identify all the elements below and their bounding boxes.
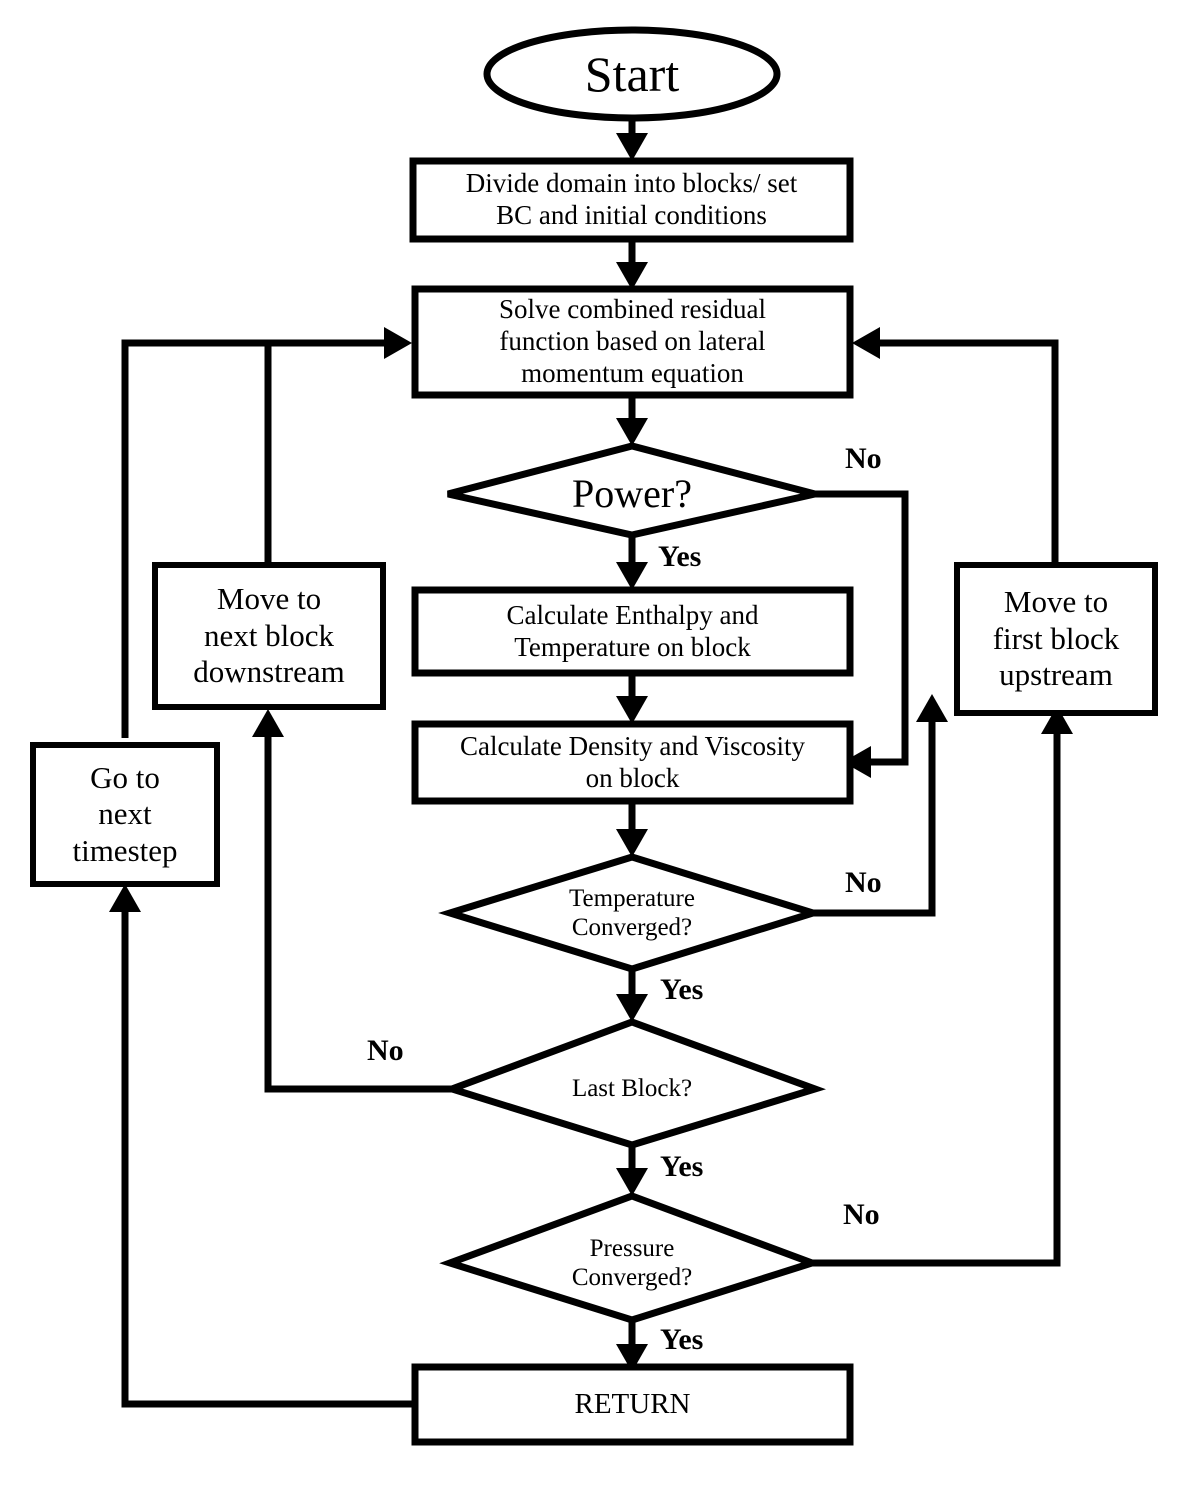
node-return[interactable]: [411, 1363, 854, 1446]
node-last-block-decision[interactable]: [441, 1018, 826, 1149]
edge-movefirst-to-solve: [880, 339, 1059, 565]
edge-return-to-timestep: [121, 908, 415, 1408]
node-pressure-converged-decision[interactable]: [439, 1192, 823, 1324]
arrowhead-density-to-tempconv: [616, 829, 648, 857]
edge-label-last-block-yes: Yes: [660, 1150, 704, 1183]
edge-label-pressure-yes: Yes: [660, 1323, 704, 1356]
node-solve-residual[interactable]: [411, 285, 854, 399]
node-calc-density[interactable]: [411, 720, 854, 805]
edge-label-power-yes: Yes: [658, 540, 702, 573]
arrowhead-enthalpy-to-density: [616, 696, 648, 724]
arrowhead-timestep-to-solve: [384, 327, 412, 359]
edge-label-last-block-no: No: [367, 1034, 404, 1067]
edge-label-temp-yes: Yes: [660, 973, 704, 1006]
edge-label-power-no: No: [845, 442, 882, 475]
arrowhead-return-to-timestep: [109, 884, 141, 912]
node-divide-domain[interactable]: [409, 157, 854, 243]
arrowhead-power-yes: [616, 562, 648, 590]
arrowhead-solve-to-power: [616, 418, 648, 446]
edge-power-no-to-density: [815, 490, 909, 766]
arrowhead-pressure-no: [1041, 706, 1073, 734]
node-calc-enthalpy[interactable]: [411, 586, 854, 677]
node-go-next-timestep[interactable]: [30, 742, 220, 887]
edge-label-temp-no: No: [845, 866, 882, 899]
node-temp-converged-decision[interactable]: [438, 853, 825, 973]
edge-label-pressure-no: No: [843, 1198, 880, 1231]
arrowhead-lastblock-no: [252, 709, 284, 737]
arrowhead-power-no: [843, 746, 871, 778]
arrowhead-movefirst-to-solve: [852, 327, 880, 359]
node-start[interactable]: [483, 26, 781, 122]
edge-pressure-no-to-movefirst: [812, 730, 1061, 1267]
arrowhead-lastblock-yes: [616, 1168, 648, 1196]
arrowhead-tempconv-no: [916, 694, 948, 722]
node-power-decision[interactable]: [447, 442, 816, 539]
edge-tempconv-no-to-movefirst: [813, 718, 936, 917]
node-move-next-block[interactable]: [152, 562, 386, 710]
arrowhead-start-to-divide: [616, 133, 648, 161]
arrowhead-tempconv-yes: [616, 994, 648, 1022]
edge-timestep-to-solve: [121, 339, 385, 738]
node-move-first-block[interactable]: [954, 562, 1158, 716]
arrowhead-pressure-yes: [616, 1344, 648, 1372]
arrowhead-divide-to-solve: [616, 262, 648, 290]
edge-lastblock-no-to-movenext: [264, 735, 452, 1093]
